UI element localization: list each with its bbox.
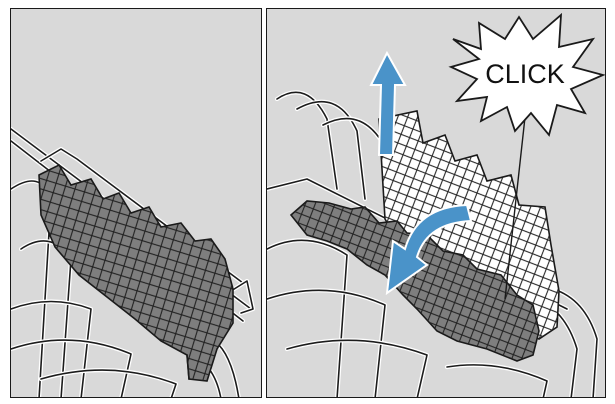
rack-with-folded-insert-illustration: [11, 9, 262, 398]
left-illustration-panel: [10, 8, 262, 398]
click-label: CLICK: [485, 59, 565, 89]
rack-with-unfolding-insert-illustration: CLICK: [267, 9, 606, 398]
click-starburst-icon: CLICK: [451, 15, 603, 135]
right-illustration-panel: CLICK: [266, 8, 606, 398]
